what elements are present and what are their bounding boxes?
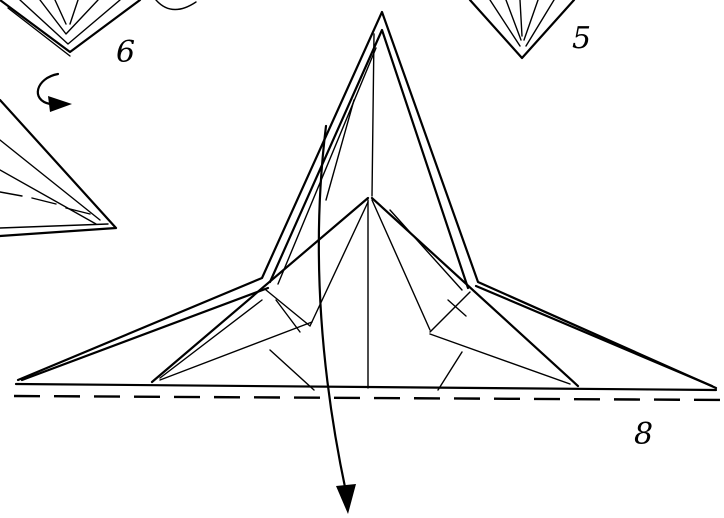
down-arrow-icon xyxy=(319,126,356,514)
step-8-label: 8 xyxy=(634,417,653,452)
step-5-model xyxy=(470,0,574,58)
step-5-label: 5 xyxy=(572,21,591,56)
fold-curve-line xyxy=(156,0,196,10)
step-6-label: 6 xyxy=(116,35,135,70)
step-7-model xyxy=(0,100,116,236)
valley-fold-line xyxy=(14,396,724,400)
curved-arrow-icon xyxy=(38,74,72,112)
